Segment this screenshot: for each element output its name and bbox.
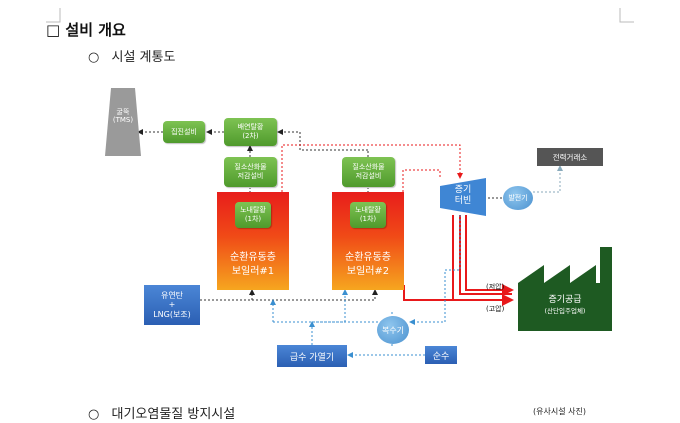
generator-label: 발전기 — [508, 194, 528, 202]
factory-title: 증기공급 — [548, 295, 582, 305]
steam-supply-factory: 증기공급 (산단입주업체) — [514, 247, 620, 331]
bullet-circle: ○ — [88, 50, 100, 65]
heading-checkbox: □ — [46, 21, 61, 39]
in-furnace-desulf-1-box: 노내탈황 (1차) — [235, 202, 271, 228]
boiler2-steam-line — [403, 285, 453, 301]
chimney-tms-label: (TMS) — [112, 116, 134, 125]
steam-header-line — [281, 144, 463, 192]
nox-reducer-1-box: 질소산화물 저감설비 — [224, 157, 277, 187]
low-pressure-line-a — [459, 215, 512, 295]
nox1-label-1: 질소산화물 — [234, 163, 267, 172]
factory-subtitle: (산단입주업체) — [544, 306, 586, 315]
boiler1-type: 순환유동층 — [230, 252, 276, 263]
desulf1a-stage: (1차) — [244, 215, 262, 223]
boiler2-name: 보일러#2 — [346, 265, 390, 277]
page-heading: □ 설비 개요 — [46, 19, 126, 40]
desulf1a-label: 노내탈황 — [240, 206, 266, 215]
nox2-label-1: 질소산화물 — [352, 163, 385, 172]
factory-shape — [518, 247, 612, 331]
nox-reducer-2-box: 질소산화물 저감설비 — [342, 157, 395, 187]
turbine-label-1: 증기 — [454, 185, 472, 195]
turbine-to-condenser-arrow — [409, 215, 461, 325]
photo-note: (유사시설 사진) — [533, 407, 586, 416]
pure-water-label: 순수 — [432, 351, 450, 362]
section-pollution: ○ 대기오염물질 방지시설 — [88, 403, 235, 422]
low-pressure-label: (저압) — [486, 283, 505, 291]
desulf1b-label: 노내탈황 — [355, 206, 381, 215]
power-exchange-box: 전력거래소 — [537, 148, 603, 166]
boiler-1-label: 순환유동층 보일러#1 — [217, 251, 289, 278]
nox1-label-2: 저감설비 — [237, 172, 264, 180]
desulf1b-stage: (1차) — [359, 215, 377, 223]
condenser: 복수기 — [377, 316, 409, 344]
boiler-1: 노내탈황 (1차) 순환유동층 보일러#1 — [217, 192, 289, 290]
feed-to-boiler2-arrow — [273, 289, 348, 323]
fuel-box: 유연탄 + LNG(보조) — [144, 285, 200, 325]
steam-turbine: 증기 터빈 — [440, 178, 486, 216]
feedwater-heater-box: 급수 가열기 — [277, 345, 347, 367]
generator: 발전기 — [503, 186, 533, 210]
dust-collector-label: 집진설비 — [171, 127, 197, 136]
boiler-2: 노내탈황 (1차) 순환유동층 보일러#2 — [332, 192, 404, 290]
condenser-label: 복수기 — [381, 325, 405, 335]
steam-boiler2-line — [402, 169, 441, 192]
feedwater-heater-label: 급수 가열기 — [289, 352, 335, 363]
dust-collector-box: 집진설비 — [163, 121, 205, 143]
boiler1-name: 보일러#1 — [231, 265, 275, 277]
desulf2-stage: (2차) — [242, 132, 259, 140]
desulfurization-2nd-box: 배연탈황 (2차) — [224, 118, 277, 146]
desulf2-label: 배연탈황 — [237, 123, 264, 132]
nox2-label-2: 저감설비 — [355, 172, 382, 180]
high-pressure-label: (고압) — [486, 305, 505, 313]
generator-to-grid-arrow — [533, 165, 563, 193]
fuel-coal: 유연탄 — [160, 290, 184, 300]
chimney: 굴뚝 (TMS) — [103, 88, 143, 156]
pollution-label: 대기오염물질 방지시설 — [111, 407, 236, 422]
power-exchange-label: 전력거래소 — [552, 152, 588, 162]
in-furnace-desulf-2-box: 노내탈황 (1차) — [350, 202, 386, 228]
chimney-shape — [105, 88, 141, 156]
fuel-to-boiler1-arrow — [200, 289, 255, 301]
turbine-label-2: 터빈 — [454, 196, 472, 207]
fuel-to-boiler2-arrow — [252, 289, 378, 301]
heading-title: 설비 개요 — [65, 21, 126, 39]
fuel-plus: + — [168, 300, 176, 310]
section-label: 시설 계통도 — [111, 50, 176, 65]
section-system-diagram: ○ 시설 계통도 — [88, 46, 175, 65]
nox2-to-desulf-arrow — [277, 129, 301, 150]
bullet-circle-2: ○ — [88, 407, 100, 422]
fuel-lng: LNG(보조) — [153, 309, 191, 319]
low-pressure-line-b — [465, 215, 514, 296]
turbine-shape — [440, 178, 486, 216]
chimney-label: 굴뚝 — [116, 108, 130, 116]
pure-water-box: 순수 — [425, 346, 457, 364]
boiler2-type: 순환유동층 — [345, 252, 391, 263]
boiler-2-label: 순환유동층 보일러#2 — [332, 251, 404, 278]
